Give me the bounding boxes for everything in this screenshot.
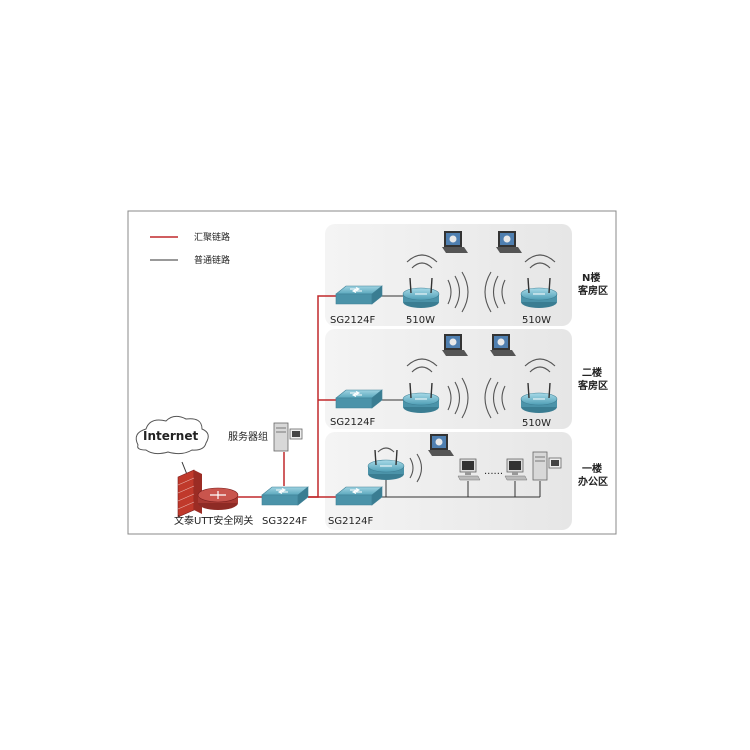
zone-2-switch-label: SG2124F (330, 417, 376, 428)
wifi-waves (406, 358, 556, 419)
legend-aggregation-label: 汇聚链路 (194, 231, 230, 243)
firewall-icon (177, 469, 202, 518)
zone-second-floor: SG2124F 510W 二楼 客房区 (330, 334, 608, 429)
zone-1-name-line1: 一楼 (582, 462, 602, 475)
zone-1-name-line2: 办公区 (578, 475, 608, 488)
zone-n-name-line1: N楼 (582, 271, 600, 284)
zone-2-name-line1: 二楼 (582, 366, 602, 379)
server-group-label: 服务器组 (228, 430, 268, 443)
zone-n-ap1-label: 510W (406, 315, 435, 326)
zone-2-name-line2: 客房区 (577, 379, 608, 392)
ellipsis-dots: ...... (484, 466, 503, 477)
server-group: 服务器组 (228, 422, 303, 452)
router-icon (197, 487, 239, 510)
zone-n-name-line2: 客房区 (577, 284, 608, 297)
legend: 汇聚链路 普通链路 (150, 231, 230, 266)
gateway-label: 文泰UTT安全网关 (174, 514, 253, 527)
zone-first-floor: SG2124F ...... 一楼 办公区 (328, 434, 608, 527)
zone-2-ap2-label: 510W (522, 418, 551, 429)
aggregation-links (236, 295, 336, 498)
zone-n-floor: SG2124F 510W 510W N楼 客房区 (330, 231, 608, 326)
internet-cloud: Internet (135, 415, 209, 455)
zone-panel-first-floor (325, 432, 572, 530)
internet-label: Internet (143, 429, 198, 443)
wifi-waves (377, 447, 423, 483)
legend-normal-label: 普通链路 (194, 254, 230, 266)
utt-gateway: 文泰UTT安全网关 (174, 469, 253, 527)
zone-1-switch-label: SG2124F (328, 516, 374, 527)
zone-n-ap2-label: 510W (522, 315, 551, 326)
core-switch-label: SG3224F (262, 516, 308, 527)
wifi-waves (406, 254, 556, 313)
core-switch: SG3224F (261, 486, 309, 527)
zone-n-switch-label: SG2124F (330, 315, 376, 326)
